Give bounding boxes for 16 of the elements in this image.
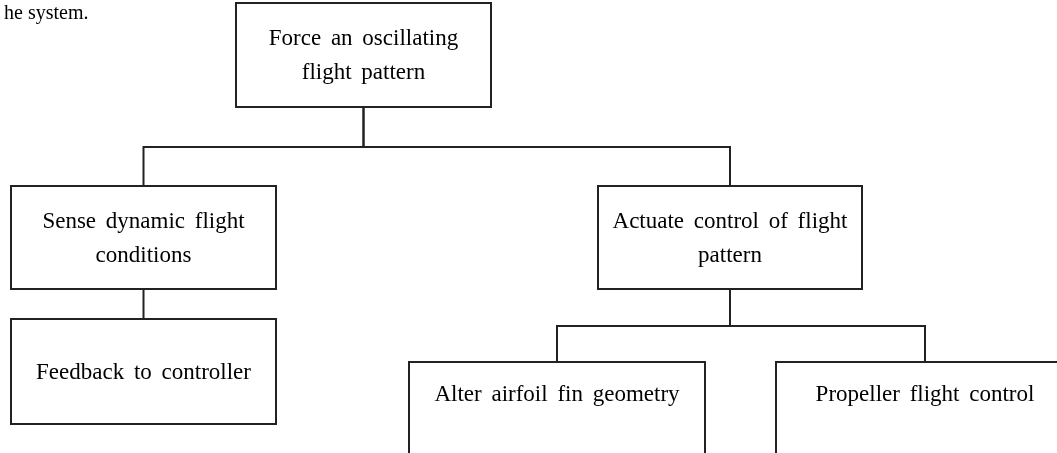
connector-line bbox=[729, 289, 926, 362]
process-box bbox=[235, 2, 492, 108]
process-box bbox=[775, 361, 1057, 453]
box-label: Force an oscillating flight pattern bbox=[267, 24, 460, 86]
box-label: Propeller flight control bbox=[815, 380, 1035, 408]
connector-line bbox=[362, 107, 731, 186]
connector-line bbox=[142, 289, 145, 319]
process-box bbox=[408, 361, 706, 453]
box-label: Sense dynamic flight conditions bbox=[41, 206, 246, 269]
box-label: Alter airfoil fin geometry bbox=[434, 380, 680, 408]
note-text: he system. bbox=[4, 0, 89, 24]
box-label: Actuate control of flight pattern bbox=[611, 206, 849, 269]
process-box bbox=[597, 185, 863, 290]
process-box bbox=[10, 185, 277, 290]
box-label: Feedback to controller bbox=[36, 357, 251, 386]
process-box bbox=[10, 318, 277, 425]
